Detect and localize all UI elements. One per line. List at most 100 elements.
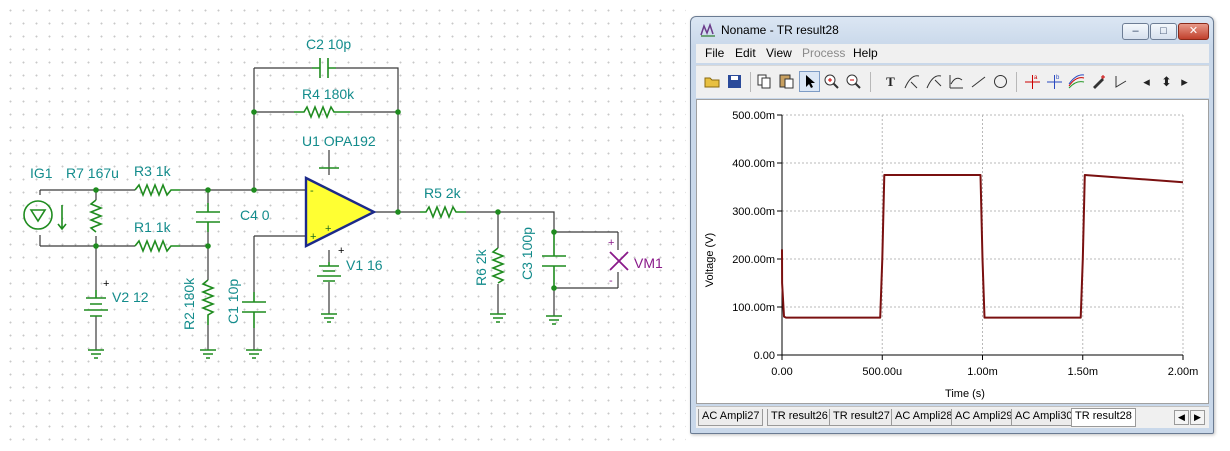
x-tick-label: 2.00m [1168,366,1199,378]
label-c2: C2 10p [306,36,351,52]
label-v1: V1 16 [346,257,383,273]
angle-icon[interactable] [1110,71,1131,92]
tab-tr-result26[interactable]: TR result26 [767,409,832,426]
maximize-button[interactable]: □ [1150,23,1177,40]
tab-tr-result28[interactable]: TR result28 [1071,408,1136,427]
r3-symbol[interactable] [134,182,180,198]
r1-symbol[interactable] [134,238,180,254]
voltage-trace [781,174,1184,319]
components [23,58,629,359]
cursor-b-icon[interactable] [924,71,945,92]
ground-icon [246,349,262,359]
label-c3: C3 100p [519,227,535,280]
minimize-button[interactable]: – [1122,23,1149,40]
u1-opamp-symbol[interactable] [304,176,377,248]
menu-help[interactable]: Help [853,46,878,60]
y-tick-label: 0.00 [754,350,775,362]
x-tick-label: 0.00 [771,366,792,378]
r7-symbol[interactable] [88,199,104,233]
marker-b-icon[interactable]: b [1044,71,1065,92]
x-tick-label: 1.50m [1067,366,1098,378]
tr-result-window[interactable]: Noname - TR result28 – □ ✕ File Edit Vie… [690,16,1214,434]
nav-left-icon[interactable]: ◂ [1143,74,1150,89]
tab-ac-ampli29[interactable]: AC Ampli29 [951,409,1017,426]
x-tick-labels: 0.00 500.00u 1.00m 1.50m 2.00m [771,366,1198,378]
label-r5: R5 2k [424,185,462,201]
curves-icon[interactable] [1066,71,1087,92]
open-folder-icon[interactable] [702,71,723,92]
chart-axes [777,114,1184,360]
menu-file[interactable]: File [705,46,725,60]
y-axis-label: Voltage (V) [704,233,716,287]
y-tick-label: 200.00m [732,254,775,266]
pen-icon[interactable] [1088,71,1109,92]
text-icon[interactable]: T [886,74,895,89]
y-tick-label: 300.00m [732,206,775,218]
vm1-minus-sign: - [609,275,613,287]
opamp-plus-sign: + [310,231,316,243]
label-u1: U1 OPA192 [302,133,376,149]
v2-symbol[interactable] [84,290,108,317]
title-bar[interactable]: Noname - TR result28 – □ ✕ [691,17,1213,44]
toolbar: T a b ◂ ⬍ ▸ [696,65,1209,98]
menu-view[interactable]: View [766,46,792,60]
tab-ac-ampli27[interactable]: AC Ampli27 [698,409,764,426]
c1-symbol[interactable] [242,292,266,328]
label-r7: R7 167u [66,165,119,181]
cursor-a-icon[interactable] [902,71,923,92]
axis-icon[interactable] [946,71,967,92]
copy-icon[interactable] [754,71,775,92]
transient-chart: 0.00100.00m200.00m300.00m400.00m500.00m … [704,110,1198,400]
v2-plus-sign: + [103,278,109,290]
circle-icon[interactable] [990,71,1011,92]
paste-icon[interactable] [776,71,797,92]
r6-symbol[interactable] [490,247,506,284]
zoom-out-icon[interactable] [843,71,864,92]
y-tick-label: 500.00m [732,110,775,122]
v1-symbol[interactable] [317,262,341,282]
tab-tr-result27[interactable]: TR result27 [829,409,894,426]
tab-ac-ampli28[interactable]: AC Ampli28 [891,409,957,426]
v1-plus-sign: + [338,245,344,257]
r5-symbol[interactable] [420,204,466,220]
tab-scroll-right-button[interactable]: ▶ [1190,410,1205,425]
label-vm1: VM1 [634,255,663,271]
ig1-symbol[interactable] [23,200,53,230]
tab-ac-ampli30[interactable]: AC Ampli30 [1011,409,1077,426]
label-r1: R1 1k [134,219,172,235]
close-button[interactable]: ✕ [1178,23,1209,40]
label-r4: R4 180k [302,86,355,102]
tab-scroll-left-button[interactable]: ◀ [1174,410,1189,425]
marker-a-icon[interactable]: a [1022,71,1043,92]
label-r6: R6 2k [473,248,489,286]
ground-icon [200,349,216,359]
menu-edit[interactable]: Edit [735,46,756,60]
zoom-in-icon[interactable] [821,71,842,92]
r4-symbol[interactable] [294,104,350,120]
line-icon[interactable] [968,71,989,92]
save-icon[interactable] [724,71,745,92]
label-v2: V2 12 [112,289,149,305]
pointer-icon[interactable] [799,71,820,92]
app-icon [700,23,715,37]
schematic-canvas[interactable]: - + - + + + + - IG1 R7 167u R3 1k R1 1k … [0,0,686,451]
nav-right-icon[interactable]: ▸ [1181,74,1188,89]
x-axis-label: Time (s) [945,388,985,400]
ground-icon [321,313,337,323]
vm1-symbol[interactable] [609,251,629,271]
c3-symbol[interactable] [542,232,566,288]
wires [39,67,619,350]
c2-symbol[interactable] [312,58,336,78]
x-tick-label: 1.00m [967,366,998,378]
nav-updown-icon[interactable]: ⬍ [1161,74,1172,89]
label-r3: R3 1k [134,163,172,179]
x-tick-label: 500.00u [862,366,902,378]
r2-symbol[interactable] [200,279,216,325]
opamp-vminus-sign: - [324,182,328,194]
menu-process[interactable]: Process [802,46,846,60]
ground-icon [546,315,562,325]
ground-icon [88,349,104,359]
c4-symbol[interactable] [196,203,220,232]
